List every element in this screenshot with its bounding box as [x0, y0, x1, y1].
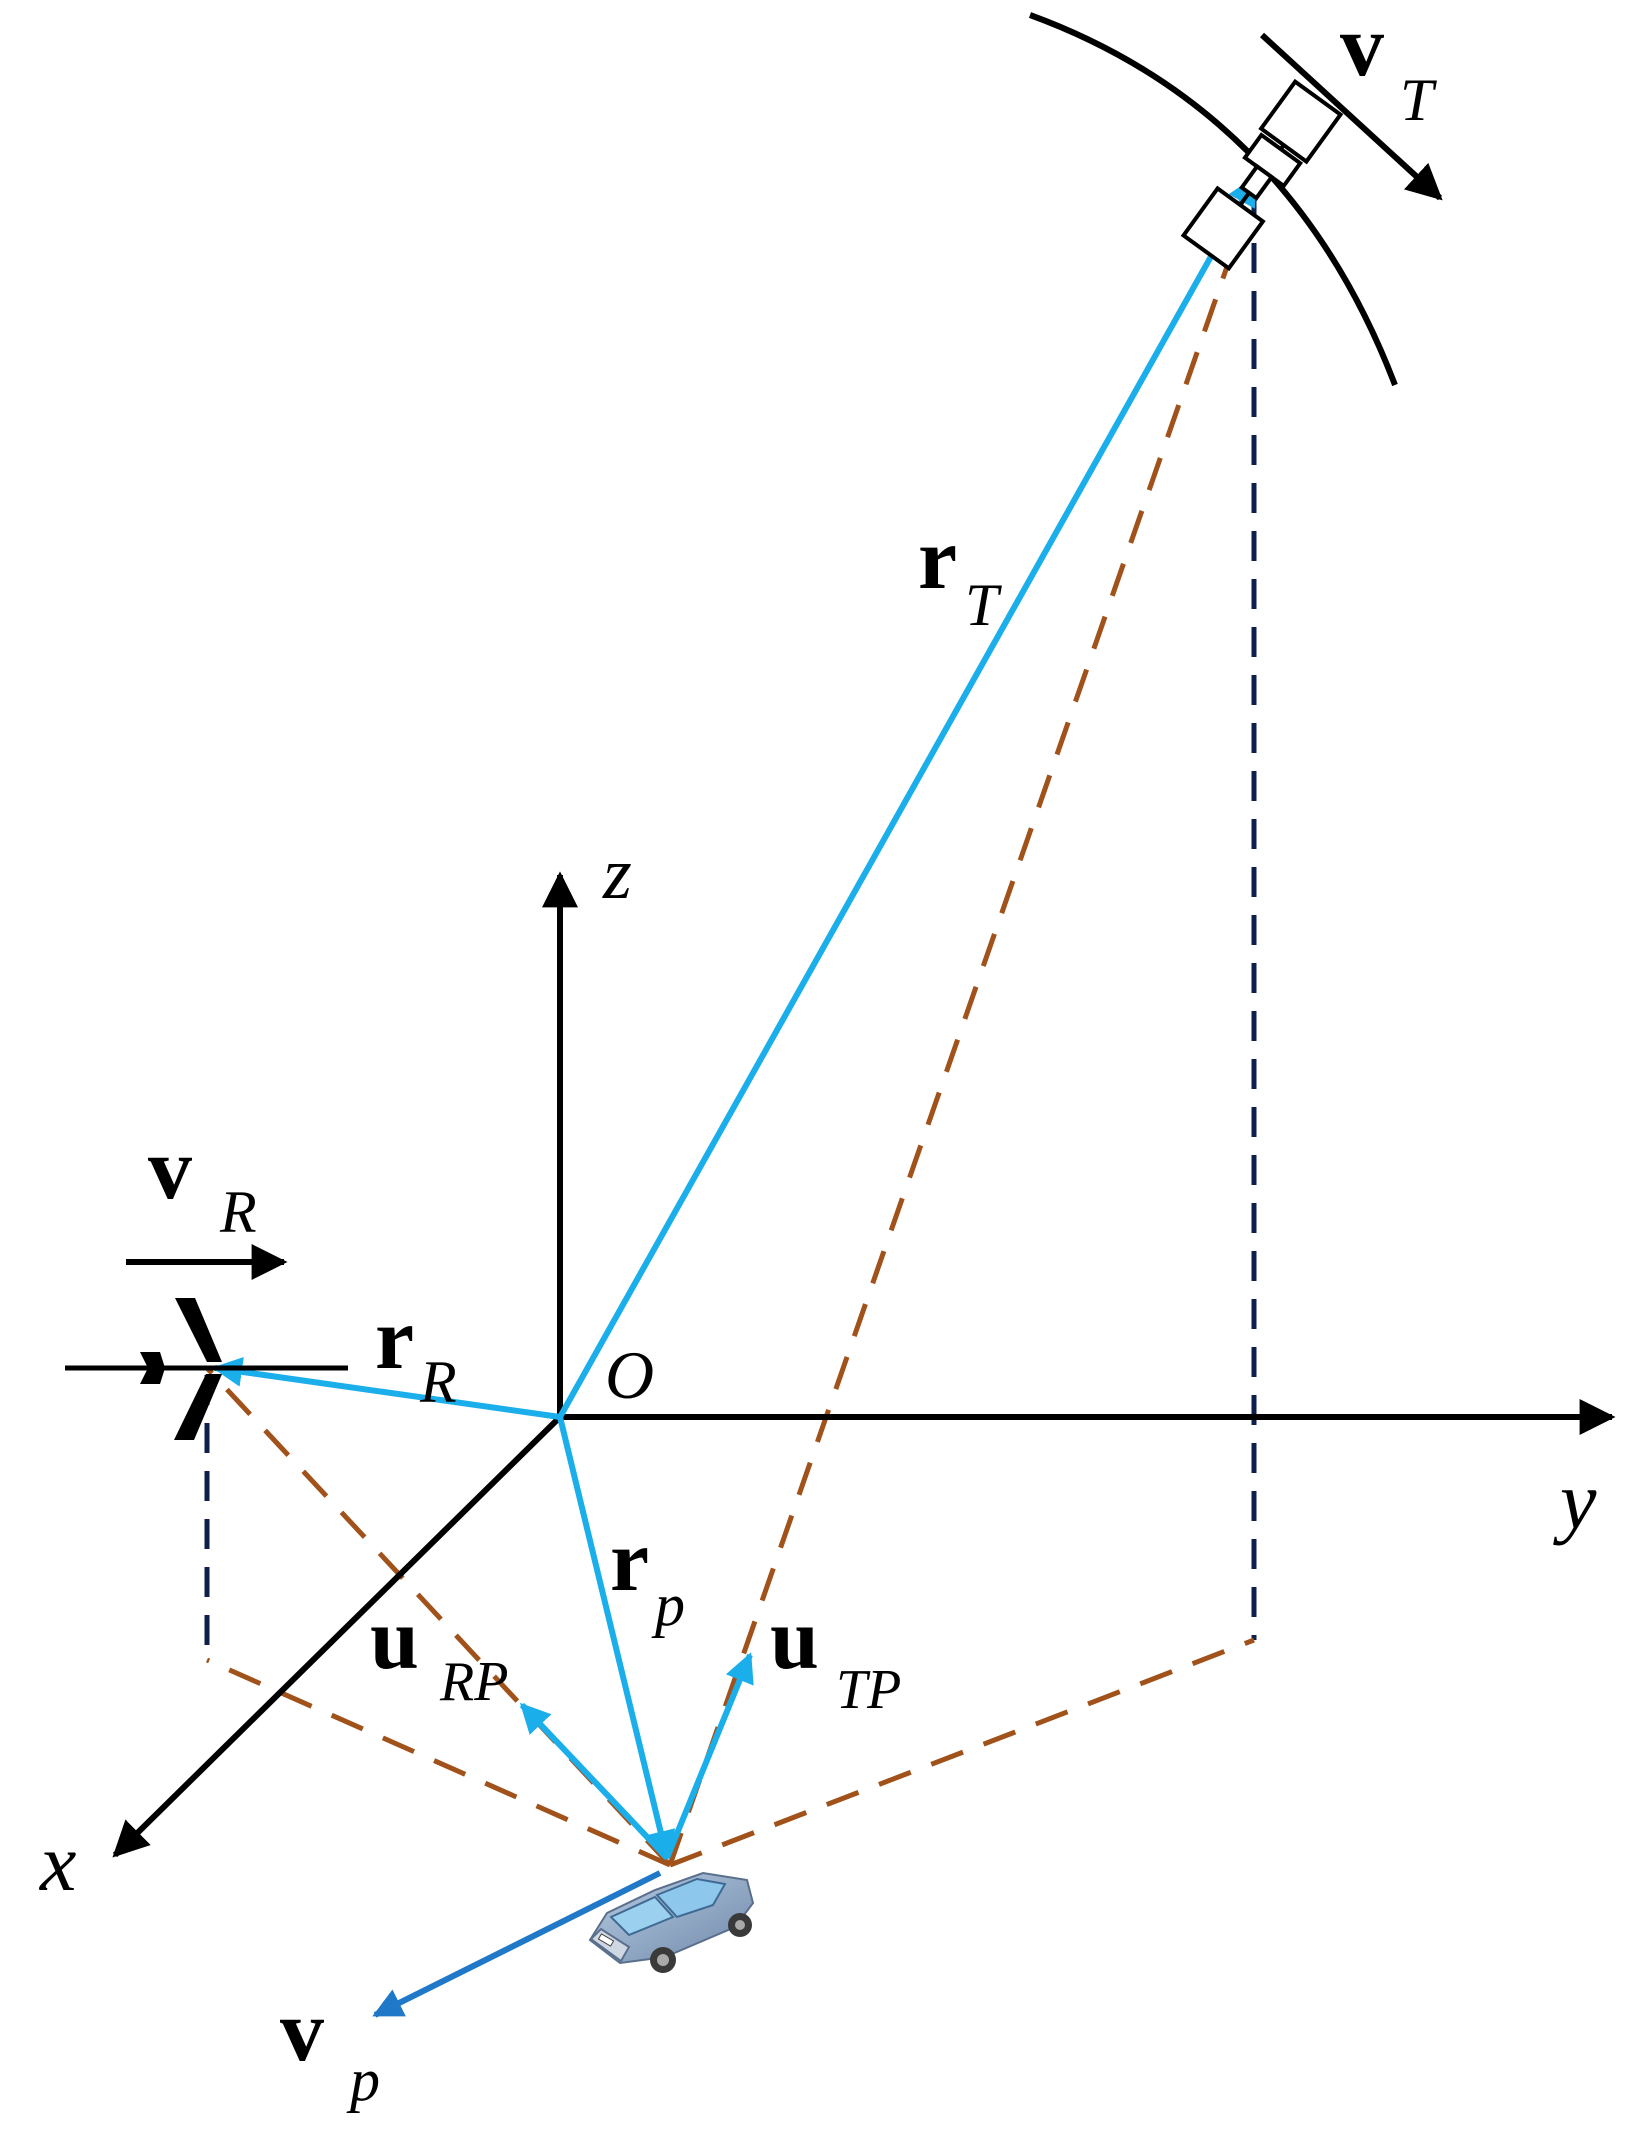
svg-text:v: v: [148, 1121, 192, 1218]
x-axis: [112, 1414, 563, 1858]
svg-text:v: v: [280, 1983, 324, 2080]
y-axis-label: y: [1553, 1455, 1597, 1546]
svg-text:v: v: [1340, 0, 1384, 95]
svg-text:p: p: [346, 2047, 380, 2113]
uTP-label: u TP: [770, 1591, 901, 1721]
car-icon: [588, 1871, 755, 1973]
vT-label: v T: [1340, 0, 1437, 133]
rR-label: r R: [375, 1291, 457, 1415]
airplane-icon: [65, 1298, 348, 1440]
x-axis-label: x: [39, 1817, 76, 1908]
origin-label: O: [605, 1337, 654, 1413]
svg-text:T: T: [1400, 67, 1437, 133]
uTP-vector: [664, 1652, 754, 1860]
uRP-vector: [519, 1702, 670, 1861]
coordinate-axes: [112, 871, 1616, 1858]
svg-text:R: R: [219, 1179, 257, 1245]
svg-text:T: T: [965, 572, 1002, 638]
svg-text:r: r: [610, 1513, 649, 1610]
ground-to-receiver-foot-dashed: [205, 1657, 672, 1868]
svg-text:p: p: [651, 1572, 685, 1638]
target-to-satellite-dashed: [667, 214, 1248, 1866]
svg-text:r: r: [375, 1291, 414, 1388]
position-vectors: [212, 175, 1258, 1861]
vp-label: v p: [280, 1983, 380, 2113]
svg-text:u: u: [370, 1591, 419, 1688]
svg-text:r: r: [918, 511, 957, 608]
ground-to-satellite-foot-dashed: [669, 1637, 1255, 1868]
rp-label: r p: [610, 1513, 685, 1638]
vR-label: v R: [148, 1121, 257, 1245]
rp-vector: [557, 1416, 676, 1861]
svg-text:TP: TP: [836, 1659, 901, 1721]
uRP-label: u RP: [370, 1591, 508, 1713]
rT-label: r T: [918, 511, 1002, 638]
svg-text:u: u: [770, 1591, 819, 1688]
vp-vector: [372, 1870, 662, 2018]
satellite-icon: [1180, 78, 1344, 272]
projection-lines: [204, 195, 1257, 1660]
rT-vector: [557, 175, 1258, 1419]
z-axis-label: z: [602, 833, 632, 915]
rR-vector: [212, 1356, 561, 1420]
vT-arrow: [1259, 32, 1443, 201]
svg-text:RP: RP: [439, 1651, 508, 1713]
svg-text:R: R: [419, 1349, 457, 1415]
